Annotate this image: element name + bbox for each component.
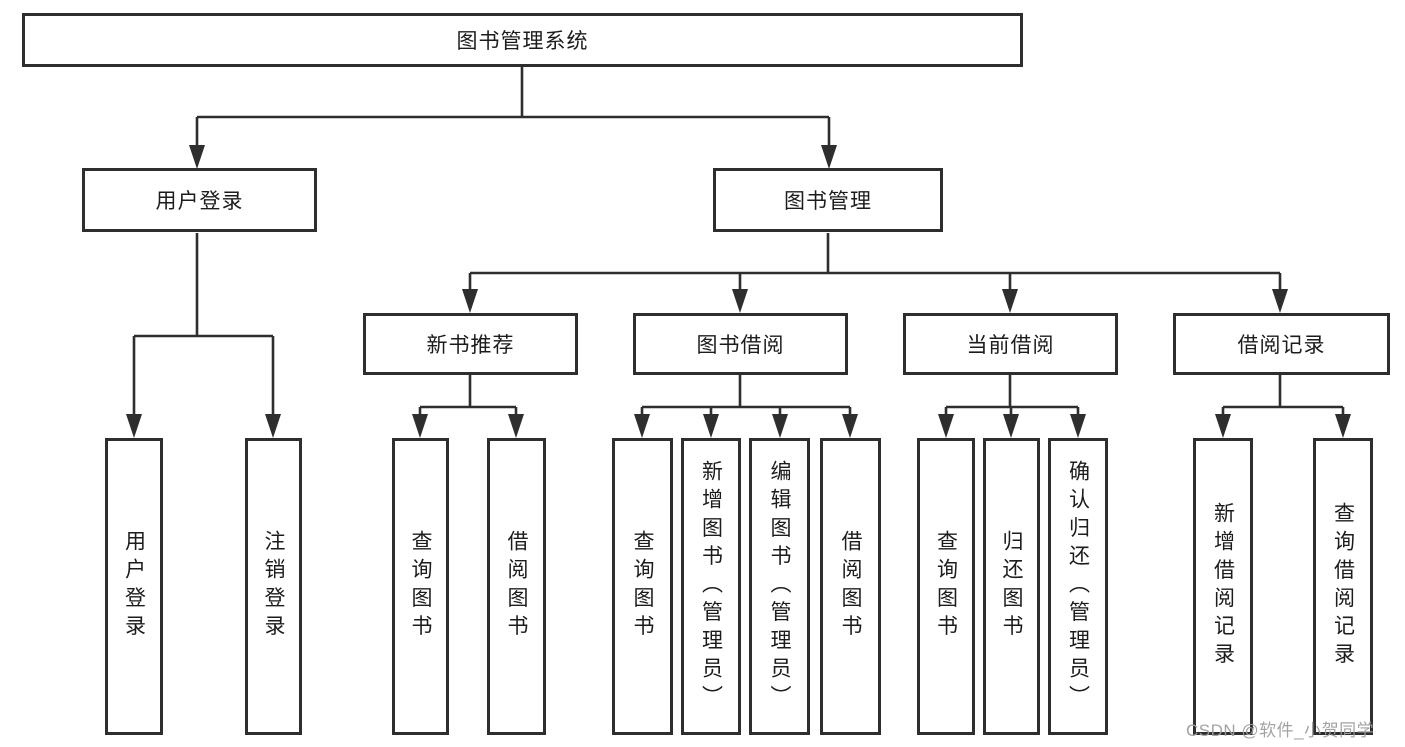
arrow-down-icon xyxy=(732,289,748,313)
arrow-down-icon xyxy=(1003,414,1019,438)
arrow-down-icon xyxy=(1272,289,1288,313)
leaf-bb-borrow-books-label: 借阅图书 xyxy=(839,530,862,643)
leaf-logout: 注销登录 xyxy=(245,438,302,735)
node-user-login-label: 用户登录 xyxy=(155,190,244,213)
node-book-borrow: 图书借阅 xyxy=(633,313,848,375)
leaf-bb-add-books-label: 新增图书（管理员） xyxy=(699,459,723,714)
arrow-down-icon xyxy=(126,414,142,438)
leaf-bb-query-books: 查询图书 xyxy=(612,438,673,735)
node-book-borrow-label: 图书借阅 xyxy=(696,334,785,357)
node-root-label: 图书管理系统 xyxy=(456,30,589,53)
node-new-book-rec: 新书推荐 xyxy=(363,313,578,375)
connector-root-split xyxy=(195,67,831,147)
connector-book-mgmt-split xyxy=(468,233,1282,291)
csdn-watermark: CSDN @软件_小贺同学 xyxy=(1186,721,1375,740)
leaf-user-login: 用户登录 xyxy=(105,438,163,735)
leaf-cb-query-books-label: 查询图书 xyxy=(934,530,958,643)
arrow-down-icon xyxy=(703,414,719,438)
arrow-down-icon xyxy=(462,289,478,313)
arrow-down-icon xyxy=(634,414,650,438)
leaf-cb-confirm-return-label: 确认归还（管理员） xyxy=(1066,459,1090,714)
node-book-mgmt-label: 图书管理 xyxy=(784,190,872,213)
leaf-bb-edit-books-label: 编辑图书（管理员） xyxy=(768,459,791,714)
arrow-down-icon xyxy=(842,414,858,438)
arrow-down-icon xyxy=(508,414,524,438)
node-book-mgmt: 图书管理 xyxy=(713,168,943,232)
arrow-down-icon xyxy=(1335,414,1351,438)
arrow-down-icon xyxy=(821,145,837,169)
leaf-br-add-record-label: 新增借阅记录 xyxy=(1211,502,1235,671)
arrow-down-icon xyxy=(772,414,788,438)
leaf-cb-confirm-return: 确认归还（管理员） xyxy=(1048,438,1108,735)
connector-new-book-rec-split xyxy=(418,375,518,416)
leaf-cb-query-books: 查询图书 xyxy=(917,438,975,735)
node-current-borrow-label: 当前借阅 xyxy=(966,334,1055,357)
node-root: 图书管理系统 xyxy=(22,13,1023,67)
arrow-down-icon xyxy=(1002,289,1018,313)
node-current-borrow: 当前借阅 xyxy=(903,313,1118,375)
arrow-down-icon xyxy=(412,414,428,438)
leaf-nbr-borrow-books-label: 借阅图书 xyxy=(505,530,528,643)
leaf-nbr-borrow-books: 借阅图书 xyxy=(487,438,546,735)
node-borrow-record-label: 借阅记录 xyxy=(1237,334,1326,357)
leaf-user-login-label: 用户登录 xyxy=(122,530,146,643)
leaf-bb-query-books-label: 查询图书 xyxy=(631,530,654,643)
arrow-down-icon xyxy=(189,145,205,169)
node-user-login: 用户登录 xyxy=(82,168,317,232)
leaf-cb-return-books: 归还图书 xyxy=(983,438,1040,735)
connector-borrow-record-split xyxy=(1221,375,1345,416)
leaf-bb-edit-books: 编辑图书（管理员） xyxy=(749,438,810,735)
leaf-nbr-query-books: 查询图书 xyxy=(392,438,449,735)
connector-user-login-split xyxy=(132,233,275,416)
leaf-bb-borrow-books: 借阅图书 xyxy=(820,438,881,735)
arrow-down-icon xyxy=(1215,414,1231,438)
connector-book-borrow-split xyxy=(640,375,852,416)
leaf-logout-label: 注销登录 xyxy=(262,530,285,643)
node-borrow-record: 借阅记录 xyxy=(1173,313,1390,375)
leaf-br-query-record-label: 查询借阅记录 xyxy=(1331,502,1355,671)
arrow-down-icon xyxy=(265,414,281,438)
arrow-down-icon xyxy=(1070,414,1086,438)
connector-current-borrow-split xyxy=(944,375,1080,416)
leaf-bb-add-books: 新增图书（管理员） xyxy=(681,438,741,735)
leaf-nbr-query-books-label: 查询图书 xyxy=(409,530,432,643)
leaf-br-query-record: 查询借阅记录 xyxy=(1313,438,1373,735)
leaf-br-add-record: 新增借阅记录 xyxy=(1193,438,1253,735)
leaf-cb-return-books-label: 归还图书 xyxy=(1000,530,1023,643)
arrow-down-icon xyxy=(938,414,954,438)
node-new-book-rec-label: 新书推荐 xyxy=(426,334,515,357)
